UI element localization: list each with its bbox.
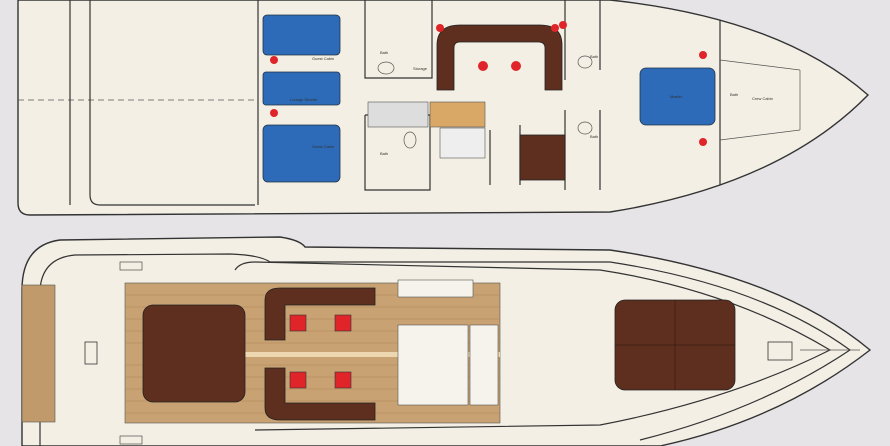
saloon-u-sofa [436, 24, 563, 91]
label-crew-cabin: Crew Cabin [752, 96, 773, 101]
main-deck-plan [21, 236, 872, 446]
red-markers [270, 21, 707, 146]
label-master: Master [670, 94, 683, 99]
label-bath-3: Bath [590, 54, 598, 59]
swim-platform-teak [21, 284, 56, 423]
label-bath-2: Bath [380, 151, 388, 156]
master-bed [639, 67, 716, 126]
label-bath-1: Bath [380, 50, 388, 55]
label-guest-cabin-2: Guest Cabin [312, 144, 334, 149]
sofa-port [264, 287, 376, 341]
lounge-berth [262, 71, 341, 106]
sofa-starboard [264, 367, 376, 421]
guest-bed-2 [262, 124, 341, 183]
label-guest-cabin-1: Guest Cabin [312, 56, 334, 61]
guest-bed-1 [262, 14, 341, 56]
label-crew-bath: Bath [730, 92, 738, 97]
aft-sunpad [142, 304, 246, 403]
label-lounge: Lounge Dinette [290, 97, 318, 102]
label-storage: Storage [413, 66, 428, 71]
label-bath-4: Bath [590, 134, 598, 139]
red-cushions [289, 314, 352, 389]
lower-deck-plan: Guest Cabin Lounge Dinette Guest Cabin B… [17, 0, 870, 216]
